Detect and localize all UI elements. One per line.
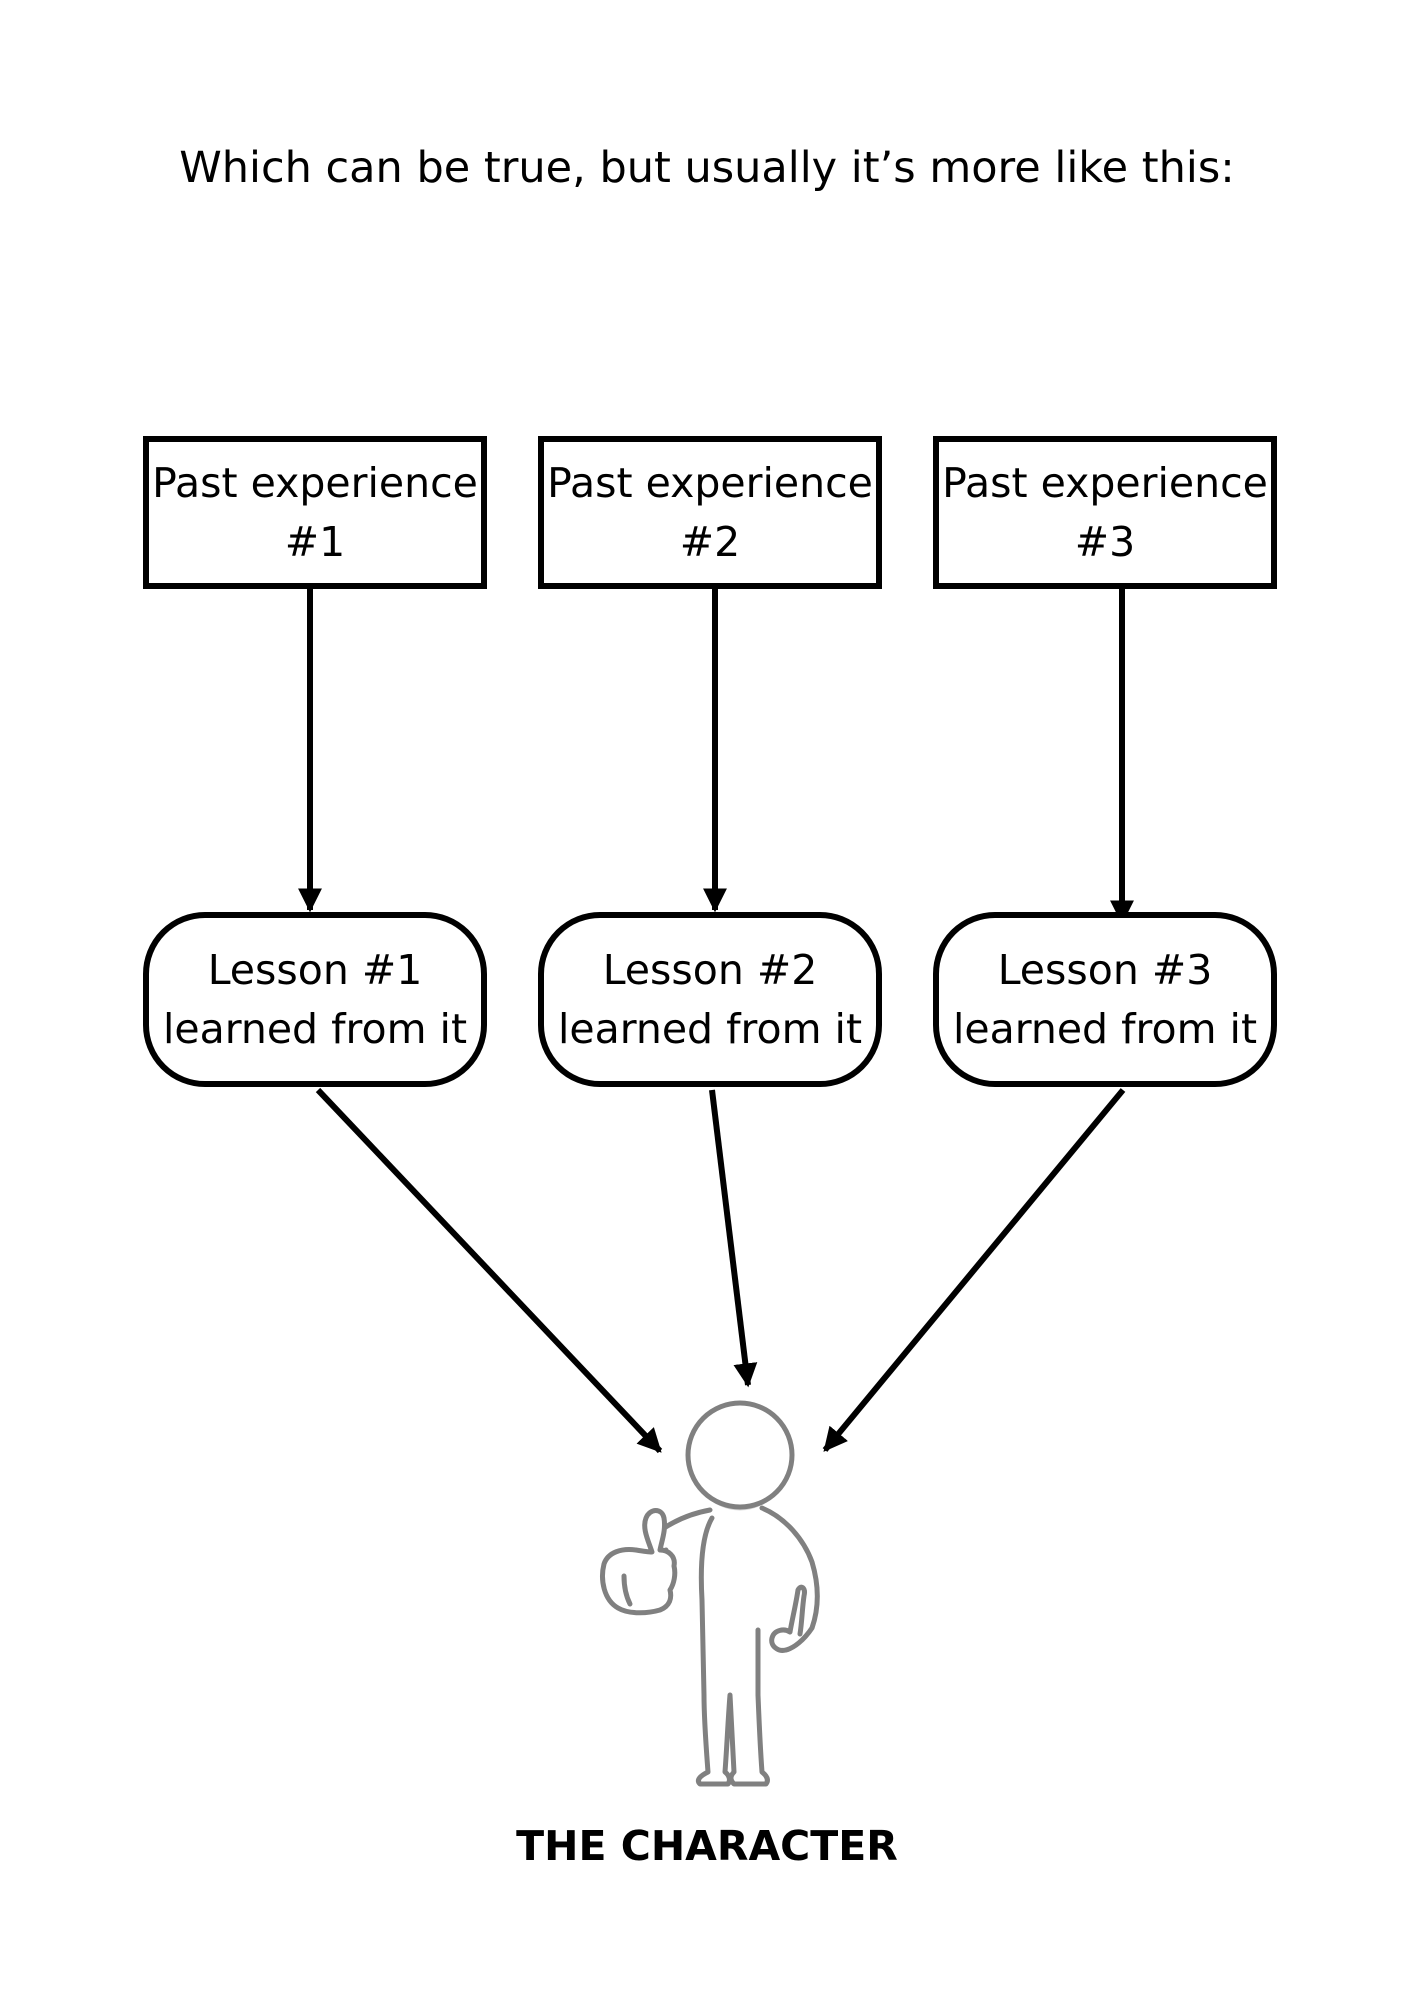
past-experience-1-line1: Past experience (152, 458, 478, 507)
past-experience-1-line2: #1 (284, 517, 346, 566)
lesson-1-line2: learned from it (162, 1004, 468, 1053)
past-experience-box-2: Past experience #2 (538, 436, 882, 589)
past-experience-box-1: Past experience #1 (143, 436, 487, 589)
intro-text: Which can be true, but usually it’s more… (179, 143, 1235, 193)
past-experience-2-line2: #2 (679, 517, 741, 566)
lesson-box-3: Lesson #3 learned from it (933, 912, 1277, 1087)
lesson-1-line1: Lesson #1 (207, 945, 423, 994)
lesson-2-line2: learned from it (557, 1004, 863, 1053)
character-label: THE CHARACTER (516, 1822, 898, 1870)
past-experience-3-line2: #3 (1074, 517, 1136, 566)
lesson-box-2: Lesson #2 learned from it (538, 912, 882, 1087)
lesson-box-1: Lesson #1 learned from it (143, 912, 487, 1087)
lesson-3-line1: Lesson #3 (997, 945, 1213, 994)
past-experience-3-line1: Past experience (942, 458, 1268, 507)
arrow-lesson1-to-character (315, 1087, 663, 1454)
past-experience-2-line1: Past experience (547, 458, 873, 507)
arrow-lesson2-to-character (709, 1089, 758, 1388)
lesson-3-line2: learned from it (952, 1004, 1258, 1053)
thumbs-up-person-icon (600, 1400, 820, 1787)
past-experience-box-3: Past experience #3 (933, 436, 1277, 589)
lesson-2-line1: Lesson #2 (602, 945, 818, 994)
arrow-lesson3-to-character (822, 1088, 1126, 1452)
